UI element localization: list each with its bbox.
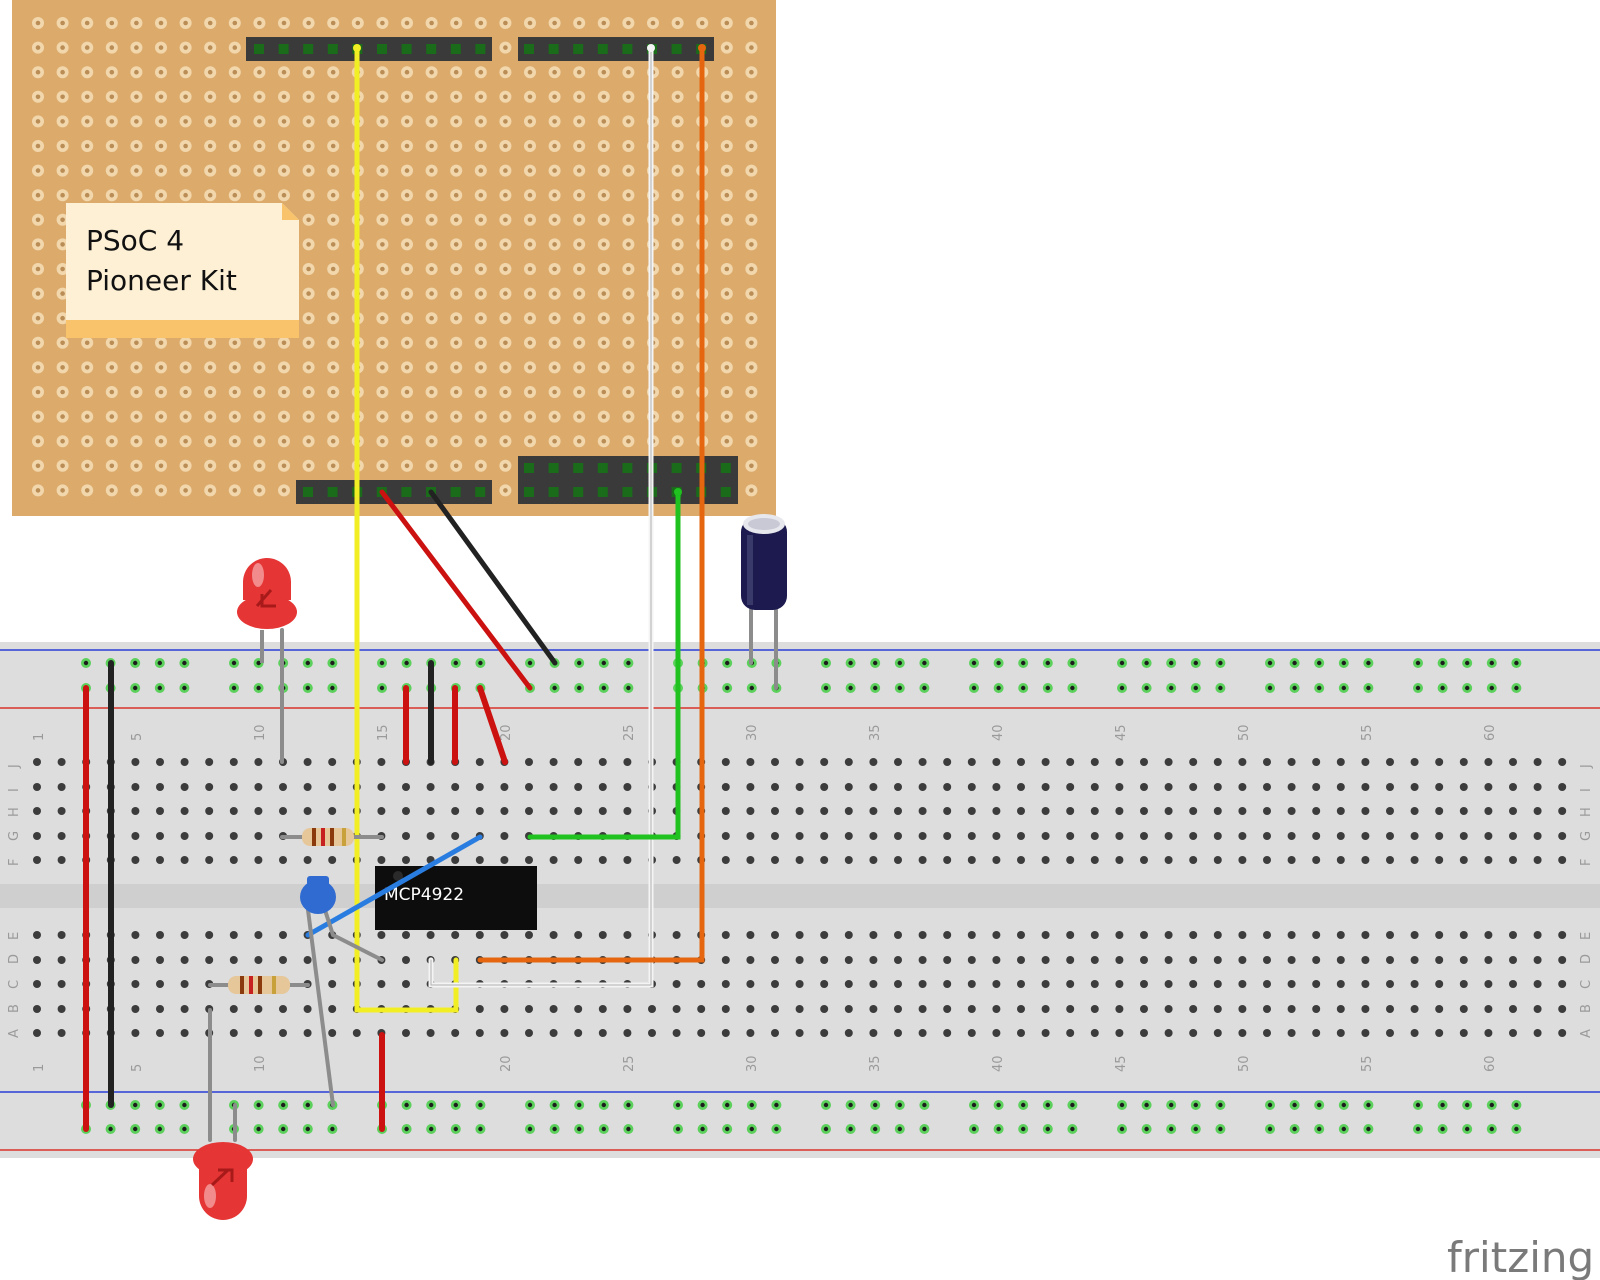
wire-green [527, 489, 681, 840]
col-label-top-1: 1 [32, 733, 47, 741]
row-label-right-c: C [1579, 980, 1594, 989]
row-label-left-a: A [7, 1029, 22, 1038]
row-label-left-e: E [7, 932, 22, 940]
col-label-top-40: 40 [991, 724, 1006, 741]
row-label-left-c: C [7, 980, 22, 989]
led-top [237, 558, 297, 663]
breadboard-holes [33, 658, 1567, 1134]
col-label-top-25: 25 [622, 724, 637, 741]
header-bottom-left [296, 480, 492, 504]
fritzing-logo: fritzing [1447, 1233, 1594, 1280]
row-label-right-f: F [1579, 859, 1594, 866]
col-label-top-5: 5 [130, 733, 145, 741]
row-label-right-j: J [1579, 764, 1594, 769]
col-label-bottom-30: 30 [745, 1055, 760, 1072]
col-label-top-55: 55 [1360, 724, 1375, 741]
row-label-left-d: D [7, 954, 22, 964]
wire-orange [477, 45, 705, 963]
col-label-bottom-55: 55 [1360, 1055, 1375, 1072]
col-label-bottom-60: 60 [1483, 1055, 1498, 1072]
breadboard: 1 5 10 15 20 25 30 35 40 45 50 55 60 1 5… [0, 642, 1600, 1158]
row-label-left-i: I [7, 788, 22, 792]
row-label-left-h: H [7, 807, 22, 817]
dac-chip: MCP4922 [375, 866, 537, 930]
wires [83, 45, 778, 1142]
col-label-top-15: 15 [376, 724, 391, 741]
row-label-left-b: B [7, 1004, 22, 1013]
row-label-right-d: D [1579, 954, 1594, 964]
wire-red-jumper-3 [477, 685, 508, 765]
wire-black-diagonal [428, 489, 558, 666]
row-label-right-e: E [1579, 932, 1594, 940]
col-label-top-50: 50 [1237, 724, 1252, 741]
col-label-top-45: 45 [1114, 724, 1129, 741]
row-label-left-j: J [7, 764, 22, 769]
col-label-bottom-45: 45 [1114, 1055, 1129, 1072]
col-label-bottom-35: 35 [868, 1055, 883, 1072]
col-label-top-60: 60 [1483, 724, 1498, 741]
led-bottom [193, 1142, 253, 1220]
col-label-top-10: 10 [253, 724, 268, 741]
note-line-2: Pioneer Kit [86, 264, 237, 297]
col-label-top-30: 30 [745, 724, 760, 741]
row-label-left-g: G [7, 831, 22, 841]
ceramic-cap-leg-1 [306, 908, 335, 1107]
col-label-bottom-20: 20 [499, 1055, 514, 1072]
row-label-right-h: H [1579, 807, 1594, 817]
wire-red-diagonal [379, 489, 533, 691]
row-label-right-a: A [1579, 1029, 1594, 1038]
resistor-bottom [228, 976, 290, 994]
row-label-left-f: F [7, 859, 22, 866]
wire-ends [353, 44, 706, 496]
row-label-right-i: I [1579, 788, 1594, 792]
ceramic-capacitor [300, 876, 336, 914]
col-label-top-35: 35 [868, 724, 883, 741]
row-label-right-b: B [1579, 1004, 1594, 1013]
note-line-1: PSoC 4 [86, 224, 184, 257]
electrolytic-capacitor [741, 514, 787, 610]
wire-blue [305, 834, 483, 938]
col-label-bottom-5: 5 [130, 1064, 145, 1072]
col-label-top-20: 20 [499, 724, 514, 741]
note: PSoC 4 Pioneer Kit [66, 203, 299, 338]
chip-label: MCP4922 [384, 885, 464, 905]
col-label-bottom-25: 25 [622, 1055, 637, 1072]
resistor-top [302, 828, 354, 846]
col-label-bottom-50: 50 [1237, 1055, 1252, 1072]
col-label-bottom-10: 10 [253, 1055, 268, 1072]
ceramic-cap-leg-2 [323, 908, 384, 962]
col-label-bottom-1: 1 [32, 1064, 47, 1072]
header-top-right [518, 37, 714, 61]
breadboard-labels: 1 5 10 15 20 25 30 35 40 45 50 55 60 1 5… [7, 724, 1594, 1072]
wire-white-outline [430, 47, 652, 986]
row-label-right-g: G [1579, 831, 1594, 841]
col-label-bottom-40: 40 [991, 1055, 1006, 1072]
